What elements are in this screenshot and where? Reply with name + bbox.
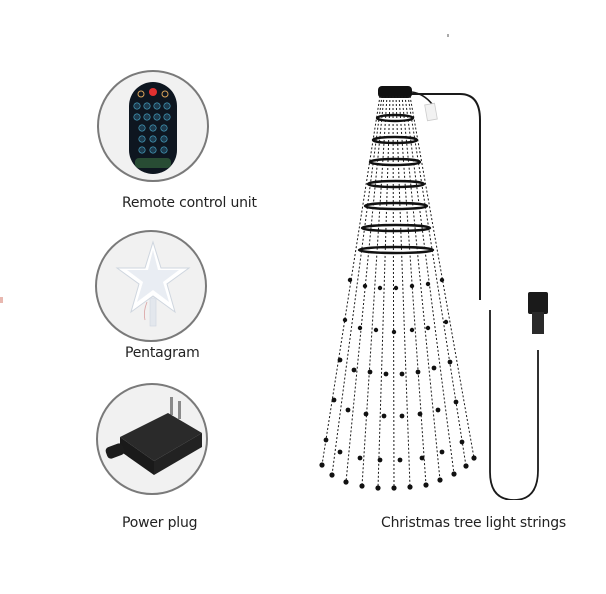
top-mark <box>447 34 449 37</box>
power-plug-circle <box>96 383 208 495</box>
remote-label: Remote control unit <box>122 195 257 211</box>
pentagram-label: Pentagram <box>125 345 200 361</box>
pentagram-circle <box>95 230 207 342</box>
tree-light-strings <box>310 80 570 504</box>
tree-light-strings-icon <box>319 86 548 501</box>
edge-mark <box>0 297 3 303</box>
power-plug-label: Power plug <box>122 515 198 531</box>
star-topper-icon <box>115 240 191 327</box>
power-adapter-icon <box>105 397 202 475</box>
remote-circle <box>97 70 209 182</box>
tree-light-strings-label: Christmas tree light strings <box>381 515 567 531</box>
remote-control-icon <box>129 82 177 174</box>
